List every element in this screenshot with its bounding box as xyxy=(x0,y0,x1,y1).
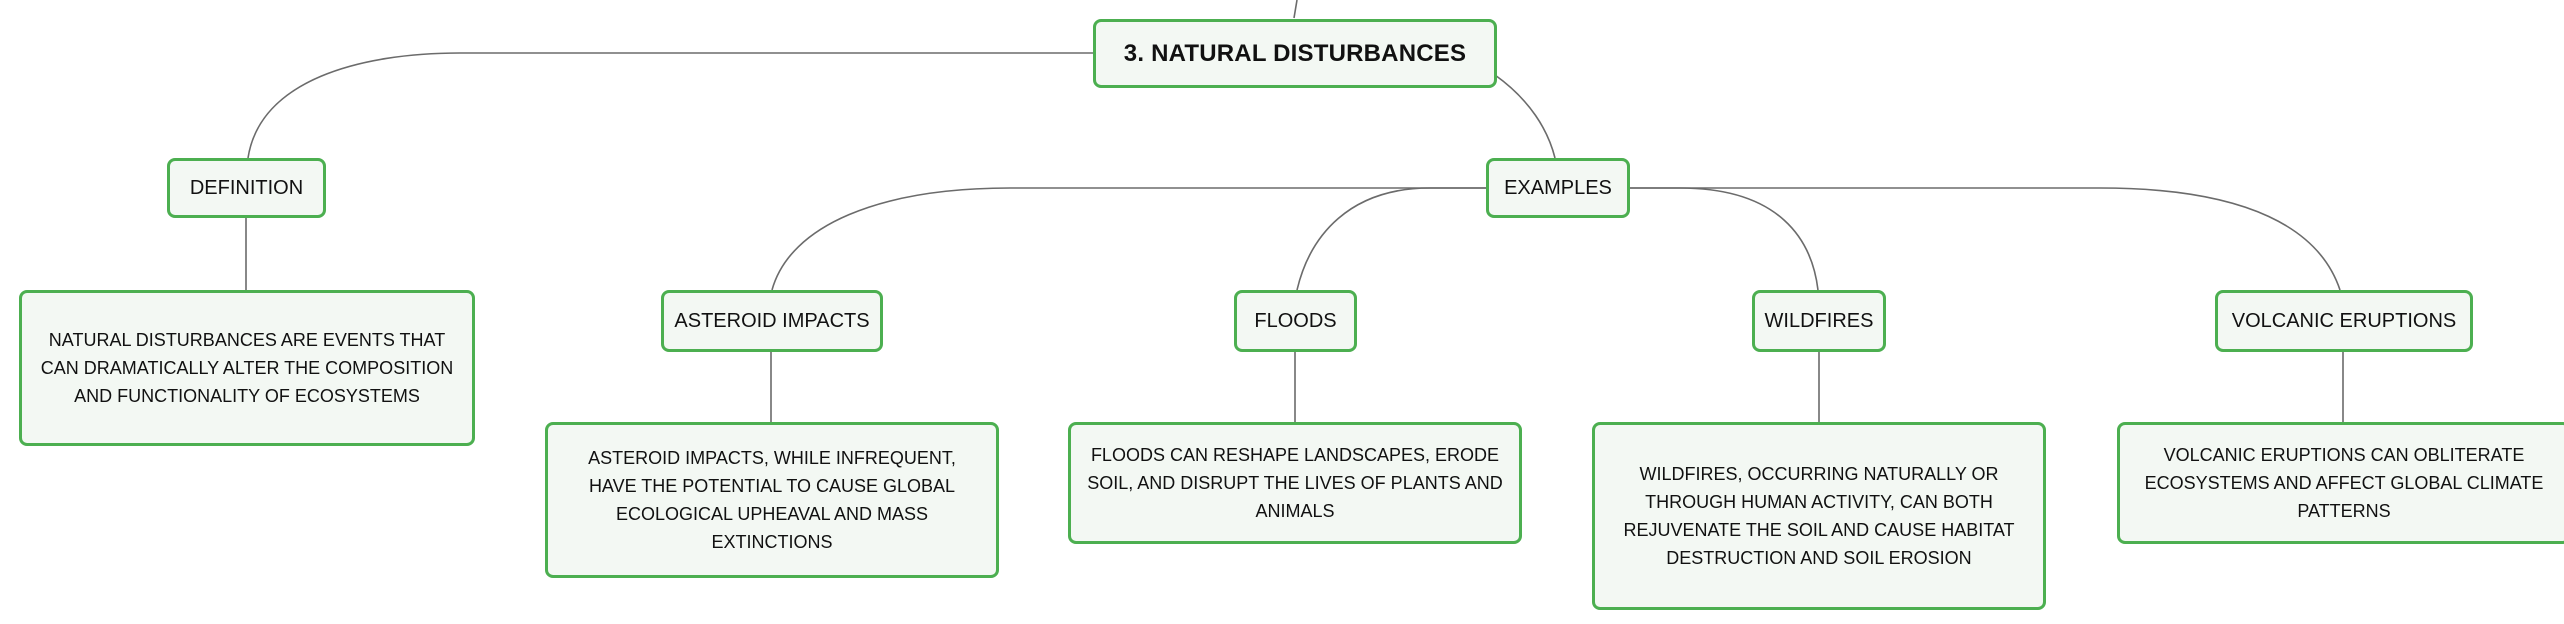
example-wildfires-label: WILDFIRES xyxy=(1764,309,1874,332)
examples-node-label: EXAMPLES xyxy=(1504,176,1612,199)
connector-root-examples xyxy=(1494,74,1556,159)
definition-text: NATURAL DISTURBANCES ARE EVENTS THAT CAN… xyxy=(40,330,454,406)
example-wildfires-node[interactable]: WILDFIRES xyxy=(1752,290,1886,352)
example-floods-node[interactable]: FLOODS xyxy=(1234,290,1357,352)
connector-parent-root xyxy=(1293,0,1298,19)
example-volcanic-eruptions-text: VOLCANIC ERUPTIONS CAN OBLITERATE ECOSYS… xyxy=(2144,445,2544,521)
example-asteroid-impacts-node[interactable]: ASTEROID IMPACTS xyxy=(661,290,883,352)
example-wildfires-text: WILDFIRES, OCCURRING NATURALLY OR THROUG… xyxy=(1623,464,2015,568)
root-node[interactable]: 3. NATURAL DISTURBANCES xyxy=(1093,19,1497,88)
example-volcanic-eruptions-label: VOLCANIC ERUPTIONS xyxy=(2231,309,2457,332)
connector-root-definition xyxy=(247,52,1093,159)
root-node-label: 3. NATURAL DISTURBANCES xyxy=(1123,39,1467,67)
connector-examples-wildfires xyxy=(1630,187,1819,291)
example-wildfires-text-node[interactable]: WILDFIRES, OCCURRING NATURALLY OR THROUG… xyxy=(1592,422,2046,610)
definition-node[interactable]: DEFINITION xyxy=(167,158,326,218)
example-asteroid-impacts-text: ASTEROID IMPACTS, WHILE INFREQUENT, HAVE… xyxy=(588,448,956,552)
connector-examples-asteroid xyxy=(771,187,1486,291)
definition-text-node[interactable]: NATURAL DISTURBANCES ARE EVENTS THAT CAN… xyxy=(19,290,475,446)
examples-node[interactable]: EXAMPLES xyxy=(1486,158,1630,218)
example-asteroid-impacts-text-node[interactable]: ASTEROID IMPACTS, WHILE INFREQUENT, HAVE… xyxy=(545,422,999,578)
example-floods-text: FLOODS CAN RESHAPE LANDSCAPES, ERODE SOI… xyxy=(1087,445,1503,521)
example-floods-text-node[interactable]: FLOODS CAN RESHAPE LANDSCAPES, ERODE SOI… xyxy=(1068,422,1522,544)
example-floods-label: FLOODS xyxy=(1254,309,1337,332)
example-volcanic-eruptions-text-node[interactable]: VOLCANIC ERUPTIONS CAN OBLITERATE ECOSYS… xyxy=(2117,422,2564,544)
example-asteroid-impacts-label: ASTEROID IMPACTS xyxy=(674,309,870,332)
connector-examples-floods xyxy=(1296,187,1486,291)
definition-node-label: DEFINITION xyxy=(189,176,304,199)
connector-examples-volcanic xyxy=(1630,187,2341,291)
example-volcanic-eruptions-node[interactable]: VOLCANIC ERUPTIONS xyxy=(2215,290,2473,352)
